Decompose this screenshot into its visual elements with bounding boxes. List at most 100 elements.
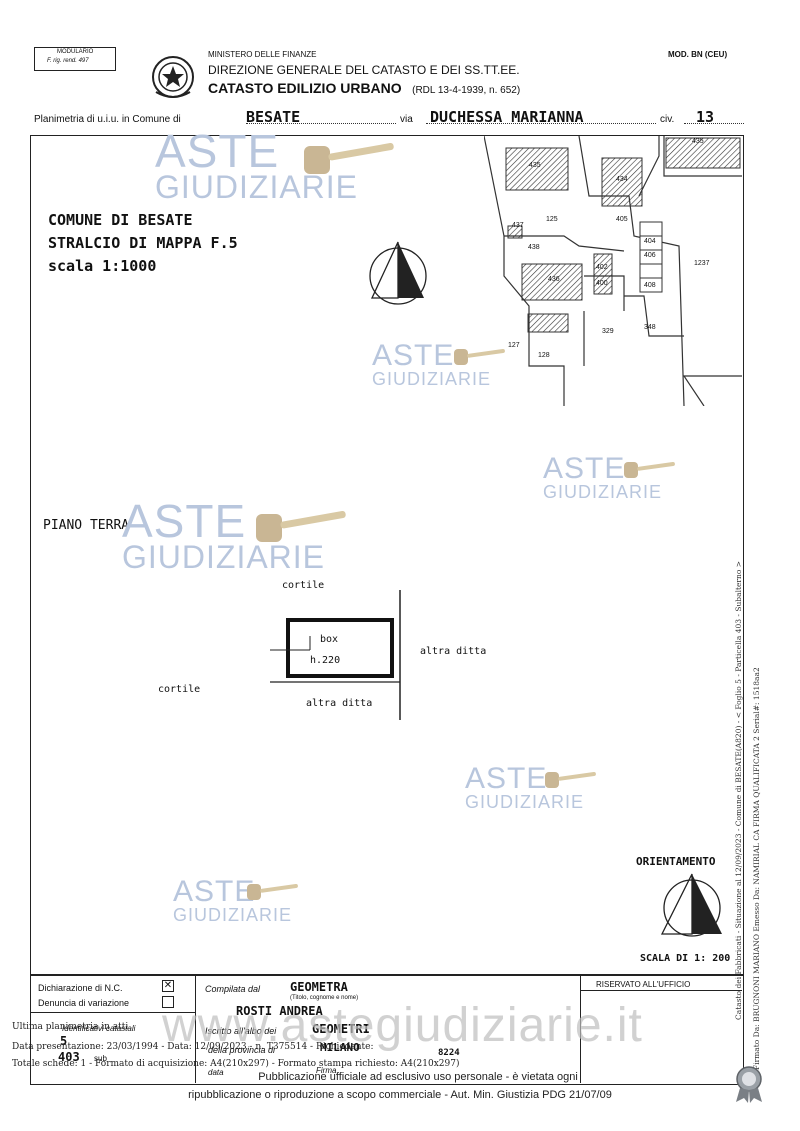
north-arrow-plan-icon <box>656 870 728 942</box>
footer-divider-2 <box>580 975 581 1083</box>
rdl-ref: (RDL 13-4-1939, n. 652) <box>412 85 521 96</box>
overlay-line-1: Ultima planimetria in atti <box>12 1022 129 1032</box>
gavel-icon <box>300 140 395 180</box>
gavel-icon <box>452 345 507 369</box>
via-dots <box>426 123 656 124</box>
map-title-line3: scala 1:1000 <box>48 257 157 275</box>
parcel-label: 128 <box>538 352 550 359</box>
watermark-aste-2: ASTE GIUDIZIARIE <box>372 339 492 389</box>
denuncia-label: Denuncia di variazione <box>38 998 130 1008</box>
overlay-line-2: Data presentazione: 23/03/1994 - Data: 1… <box>12 1042 374 1052</box>
modulario-label: MODULARIO <box>57 49 94 55</box>
iscritto-label: Iscritto all'albo dei <box>205 1026 277 1036</box>
watermark-giudiziarie-text: GIUDIZIARIE <box>465 792 585 812</box>
direzione-name: DIREZIONE GENERALE DEL CATASTO E DEI SS.… <box>208 63 520 77</box>
scale-label: SCALA DI 1: 200 <box>640 953 731 964</box>
orientamento-label: ORIENTAMENTO <box>636 855 716 868</box>
parcel-label: 437 <box>512 222 524 229</box>
iscrizione-number: 8224 <box>438 1048 460 1058</box>
altra-ditta-right-label: altra ditta <box>420 646 487 657</box>
via-label: via <box>400 114 413 125</box>
map-title-line1: COMUNE DI BESATE <box>48 211 193 229</box>
compilata-label: Compilata dal <box>205 984 261 994</box>
compilata-value: GEOMETRA <box>290 980 348 994</box>
watermark-aste-text: ASTE <box>465 762 548 795</box>
watermark-giudiziarie-text: GIUDIZIARIE <box>173 905 293 925</box>
address-line: Planimetria di u.i.u. in Comune di BESAT… <box>34 108 744 131</box>
watermark-giudiziarie-text: GIUDIZIARIE <box>155 169 359 205</box>
parcel-label: 406 <box>644 252 656 259</box>
tecnico-nome: ROSTI ANDREA <box>236 1004 323 1018</box>
parcel-label: 435 <box>692 138 704 145</box>
modulario-box: MODULARIO F. rig. rend. 497 <box>34 47 116 71</box>
parcel-label: 402 <box>596 264 608 271</box>
parcel-label: 408 <box>644 282 656 289</box>
watermark-aste-1: ASTE GIUDIZIARIE <box>155 125 359 205</box>
parcel-label: 405 <box>616 216 628 223</box>
overlay-line-3: Totale schede: 1 - Formato di acquisizio… <box>12 1059 460 1069</box>
cortile-left-label: cortile <box>158 684 201 695</box>
watermark-giudiziarie-text: GIUDIZIARIE <box>122 539 326 575</box>
foglio-value: 5 <box>60 1034 68 1048</box>
watermark-aste-4: ASTE GIUDIZIARIE <box>122 498 326 575</box>
seal-badge-icon <box>732 1064 766 1104</box>
side-text-2: Firmato Da: BRUGNONI MARIANO Emesso Da: … <box>752 667 761 1070</box>
model-code: MOD. BN (CEU) <box>668 50 728 59</box>
footer-hline <box>30 1012 195 1013</box>
watermark-giudiziarie-text: GIUDIZIARIE <box>543 482 663 502</box>
gavel-icon <box>252 508 347 548</box>
watermark-site: www.astegiudiziarie.it <box>162 999 643 1052</box>
watermark-aste-text: ASTE <box>372 339 455 372</box>
planimetria-label: Planimetria di u.i.u. in Comune di <box>34 114 181 125</box>
notice-line-2: ripubblicazione o riproduzione a scopo c… <box>188 1089 612 1101</box>
ministry-name: MINISTERO DELLE FINANZE <box>208 50 317 59</box>
altra-ditta-bottom-label: altra ditta <box>306 698 373 709</box>
drawing-frame <box>30 135 744 975</box>
gavel-icon <box>245 880 300 904</box>
footer-divider-1 <box>195 975 196 1083</box>
provincia-label: della provincia di <box>208 1045 276 1055</box>
civ-value: 13 <box>696 108 715 126</box>
firma-label: Firma <box>316 1066 337 1075</box>
particella-value: 403 <box>58 1050 80 1064</box>
parcel-label: 125 <box>546 216 558 223</box>
notice-line-1: Pubblicazione ufficiale ad esclusivo uso… <box>258 1071 578 1083</box>
emblem-icon <box>150 52 196 102</box>
identificativi-label: Identificativi catastali <box>62 1024 136 1033</box>
room-height-label: h.220 <box>310 655 341 666</box>
floor-label: PIANO TERRA <box>43 518 130 533</box>
watermark-aste-text: ASTE <box>543 452 626 485</box>
parcel-label: 400 <box>596 280 608 287</box>
civ-label: civ. <box>660 114 675 125</box>
north-arrow-map-icon <box>362 240 434 306</box>
sub-label: sub <box>94 1054 107 1063</box>
dichiarazione-checkbox[interactable]: ✕ <box>162 980 174 992</box>
parcel-label: 434 <box>616 176 628 183</box>
catasto-name: CATASTO EDILIZIO URBANO <box>208 80 402 96</box>
map-title-line2: STRALCIO DI MAPPA F.5 <box>48 234 238 252</box>
parcel-label: 404 <box>644 238 656 245</box>
parcel-label: 127 <box>508 342 520 349</box>
denuncia-checkbox[interactable] <box>162 996 174 1008</box>
gavel-icon <box>622 458 677 482</box>
data-label: data <box>208 1068 224 1077</box>
watermark-aste-text: ASTE <box>155 125 280 177</box>
parcel-label: 329 <box>602 328 614 335</box>
riservato-label: RISERVATO ALL'UFFICIO <box>596 980 691 989</box>
watermark-aste-6: ASTE GIUDIZIARIE <box>173 875 293 925</box>
gavel-icon <box>543 768 598 792</box>
parcel-label: 1237 <box>694 260 710 267</box>
parcel-label: 435 <box>529 162 541 169</box>
map-extract: 435 434 437 125 405 438 436 329 348 127 … <box>483 135 742 407</box>
cortile-top-label: cortile <box>282 580 325 591</box>
watermark-aste-text: ASTE <box>173 875 256 908</box>
room-box-label: box <box>320 634 339 645</box>
iscritto-value: GEOMETRI <box>312 1022 370 1036</box>
footer-table <box>30 975 744 1085</box>
floor-plan-drawing <box>264 590 410 720</box>
side-text-1: Catasto dei Fabbricati - Situazione al 1… <box>734 560 743 1020</box>
watermark-giudiziarie-text: GIUDIZIARIE <box>372 369 492 389</box>
via-value: DUCHESSA MARIANNA <box>430 108 584 126</box>
civ-dots <box>684 123 744 124</box>
catasto-line: CATASTO EDILIZIO URBANO (RDL 13-4-1939, … <box>208 80 520 98</box>
